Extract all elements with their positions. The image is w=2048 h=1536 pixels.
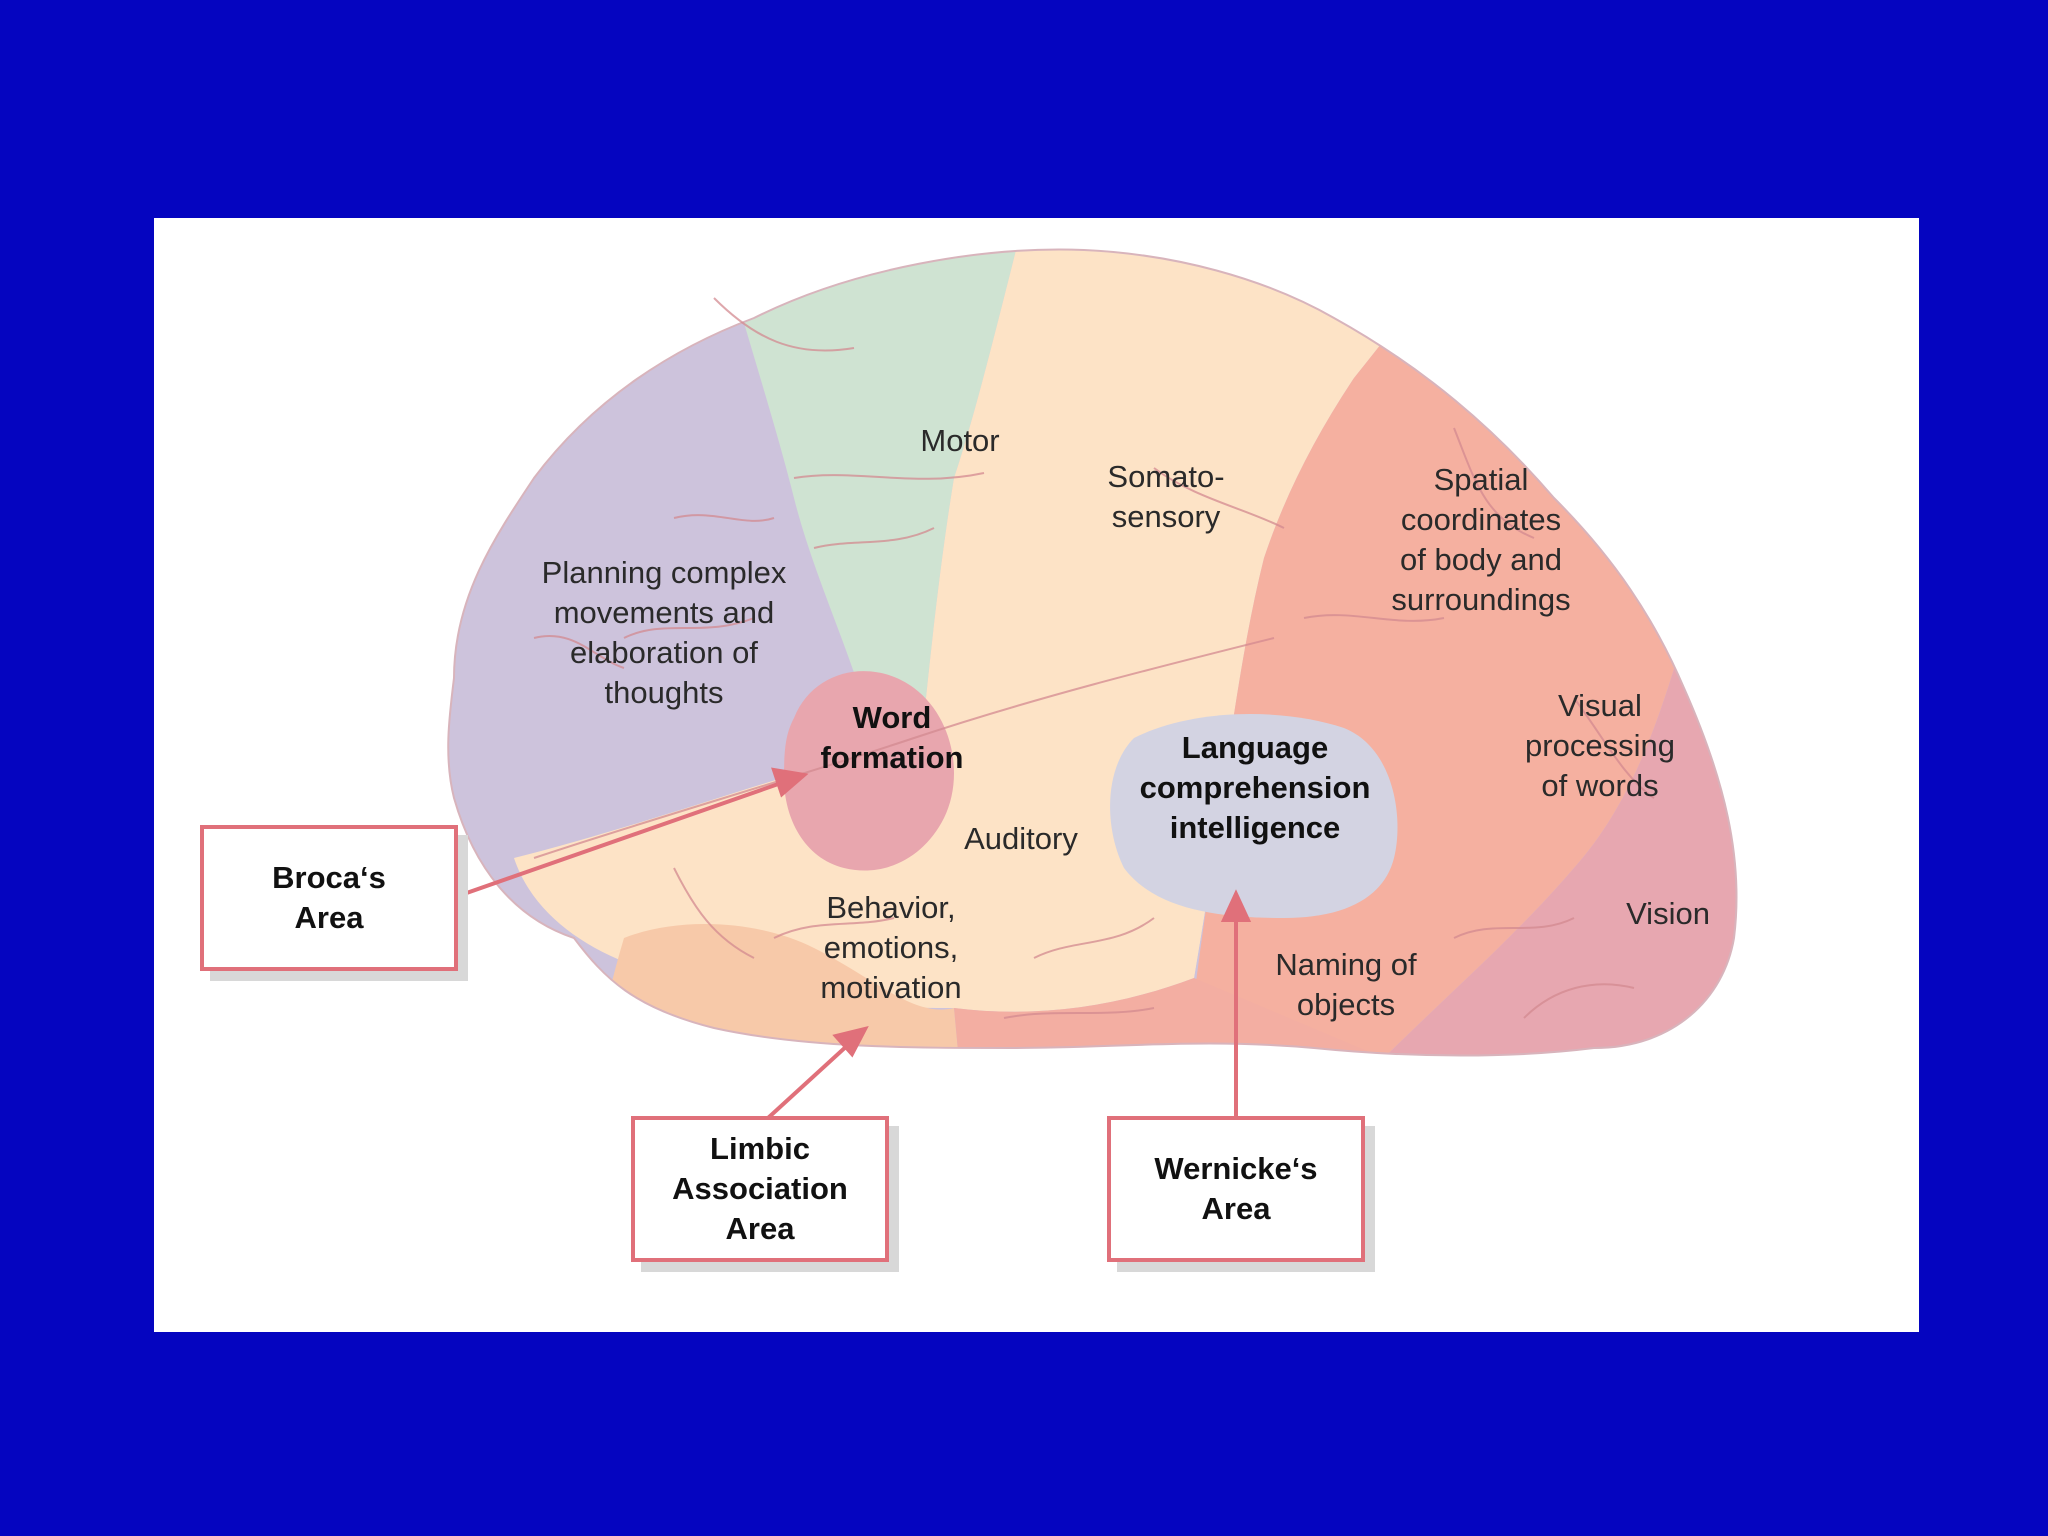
label-naming: Naming of objects: [1275, 947, 1417, 1022]
broca-arrow-line: [457, 780, 785, 898]
label-auditory: Auditory: [964, 821, 1078, 856]
brain-illustration: [447, 248, 1738, 1120]
label-motor: Motor: [920, 423, 1000, 458]
occipital-region: [1254, 378, 1737, 1056]
label-language: Language comprehension intelligence: [1139, 730, 1371, 845]
label-vision: Vision: [1626, 896, 1710, 931]
limbic-arrowhead: [832, 1026, 869, 1058]
label-planning: Planning complex movements and elaborati…: [541, 555, 787, 710]
motor-region: [714, 249, 1024, 738]
wernicke-callout: Wernicke‘s Area: [1107, 1116, 1365, 1262]
label-visual-words: Visual processing of words: [1525, 688, 1675, 803]
broca-callout: Broca‘s Area: [200, 825, 458, 971]
label-word-formation: Word formation: [820, 700, 964, 775]
brain-outline: [447, 248, 1738, 1057]
wernicke-area-shape: [1110, 714, 1398, 918]
limbic-callout: Limbic Association Area: [631, 1116, 889, 1262]
label-spatial: Spatial coordinates of body and surround…: [1391, 462, 1571, 617]
wernicke-arrowhead: [1220, 889, 1252, 922]
label-behavior: Behavior, emotions, motivation: [820, 890, 962, 1005]
broca-arrowhead: [771, 767, 809, 798]
limbic-arrow-line: [766, 1042, 851, 1120]
brain-sulci: [533, 297, 1655, 1019]
broca-area-shape: [784, 671, 954, 871]
label-somatosensory: Somato- sensory: [1107, 459, 1225, 534]
callout-arrows: [457, 767, 1252, 1120]
diagram-panel: Motor Somato- sensory Planning complex m…: [154, 218, 1919, 1332]
